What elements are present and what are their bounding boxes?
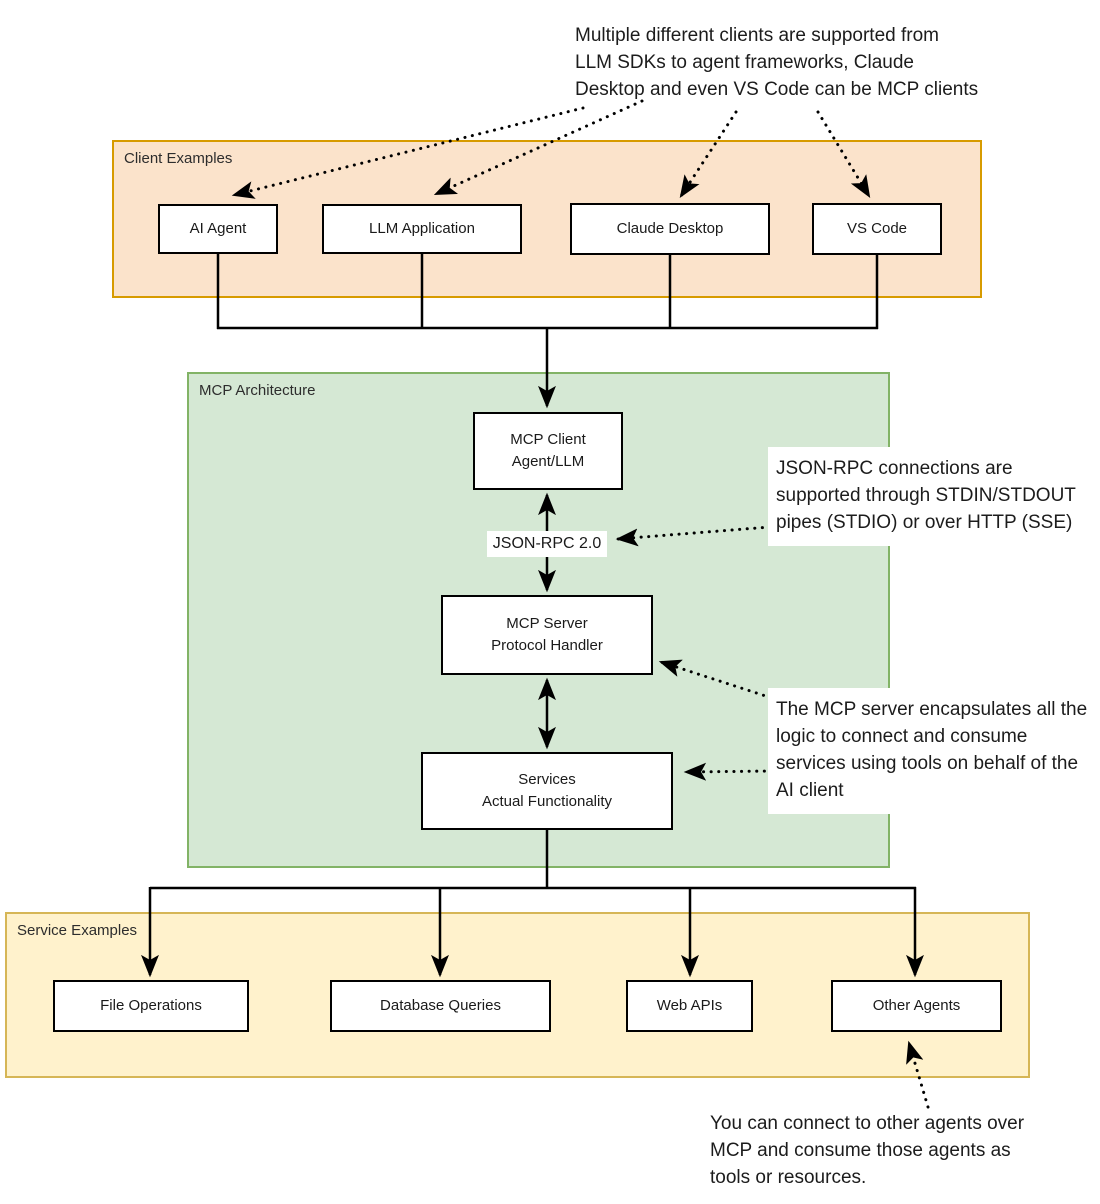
- node-web-apis: Web APIs: [626, 980, 753, 1032]
- node-label: Database Queries: [380, 997, 501, 1014]
- annotation-line: You can connect to other agents over: [710, 1113, 1025, 1134]
- node-subtitle: Protocol Handler: [491, 637, 603, 654]
- service-examples-label: Service Examples: [17, 922, 138, 939]
- node-llm-application: LLM Application: [322, 204, 522, 254]
- node-label: Web APIs: [656, 997, 723, 1014]
- mcp-architecture-label: MCP Architecture: [199, 382, 316, 399]
- note-arrow-other-agents: [909, 1043, 930, 1109]
- node-mcp-client: MCP Client Agent/LLM: [473, 412, 623, 490]
- node-title: MCP Server: [506, 615, 588, 632]
- node-label: LLM Application: [369, 220, 475, 237]
- note-arrow-claude-desktop: [679, 110, 738, 196]
- node-title: MCP Client: [510, 431, 586, 448]
- annotation-line: JSON-RPC connections are: [776, 458, 1013, 479]
- node-label: File Operations: [100, 997, 202, 1014]
- note-arrow-ai-agent: [234, 106, 585, 195]
- annotation-other-agents-note: You can connect to other agents over MCP…: [710, 1110, 1090, 1191]
- node-label: AI Agent: [189, 220, 247, 237]
- annotation-line: pipes (STDIO) or over HTTP (SSE): [776, 512, 1073, 533]
- node-other-agents: Other Agents: [831, 980, 1002, 1032]
- annotation-line: tools or resources.: [710, 1167, 867, 1188]
- note-arrow-mcp-server: [661, 662, 780, 702]
- note-arrow-services: [686, 771, 774, 772]
- annotation-mcp-server-note: The MCP server encapsulates all the logi…: [768, 688, 1100, 814]
- note-arrow-jsonrpc: [618, 525, 772, 539]
- node-database-queries: Database Queries: [330, 980, 551, 1032]
- note-arrow-llm-application: [436, 99, 644, 196]
- edge-label-jsonrpc: JSON-RPC 2.0: [487, 531, 607, 557]
- annotation-line: supported through STDIN/STDOUT: [776, 485, 1076, 506]
- annotation-line: AI client: [776, 780, 844, 801]
- node-mcp-server: MCP Server Protocol Handler: [441, 595, 653, 675]
- annotation-line: services using tools on behalf of the: [776, 753, 1079, 774]
- annotation-line: Multiple different clients are supported…: [575, 25, 939, 46]
- annotation-line: LLM SDKs to agent frameworks, Claude: [575, 52, 914, 73]
- annotation-clients-note: Multiple different clients are supported…: [575, 22, 995, 103]
- node-label: Claude Desktop: [616, 220, 724, 237]
- node-claude-desktop: Claude Desktop: [570, 203, 770, 255]
- node-subtitle: Actual Functionality: [481, 793, 613, 810]
- node-file-operations: File Operations: [53, 980, 249, 1032]
- node-title: Services: [518, 771, 576, 788]
- annotation-line: Desktop and even VS Code can be MCP clie…: [575, 79, 979, 100]
- annotation-jsonrpc-note: JSON-RPC connections are supported throu…: [768, 447, 1100, 546]
- annotation-line: logic to connect and consume: [776, 726, 1028, 747]
- client-examples-label: Client Examples: [124, 150, 233, 167]
- annotation-line: The MCP server encapsulates all the: [776, 699, 1088, 720]
- annotation-line: MCP and consume those agents as: [710, 1140, 1011, 1161]
- node-ai-agent: AI Agent: [158, 204, 278, 254]
- node-services: Services Actual Functionality: [421, 752, 673, 830]
- note-arrow-vs-code: [816, 110, 871, 196]
- node-vs-code: VS Code: [812, 203, 942, 255]
- node-label: Other Agents: [872, 997, 961, 1014]
- node-label: VS Code: [846, 220, 908, 237]
- node-subtitle: Agent/LLM: [511, 453, 585, 470]
